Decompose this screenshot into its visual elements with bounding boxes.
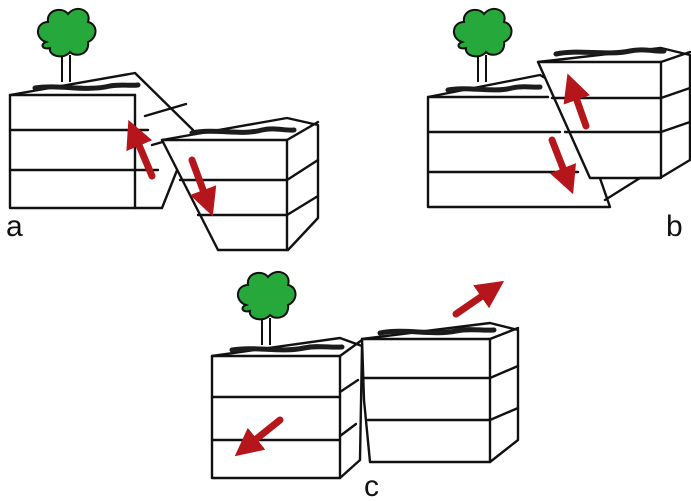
panel-c-left-block xyxy=(210,336,364,480)
panel-b: b xyxy=(426,7,691,243)
panel-c-arrow-down-icon xyxy=(234,416,284,457)
panel-c-soil-left xyxy=(229,344,345,353)
panel-a-label: a xyxy=(6,210,23,243)
panel-b-arrow-down-icon xyxy=(548,136,577,195)
panel-b-soil-left xyxy=(445,84,543,93)
panel-b-soil-right xyxy=(553,47,667,57)
panel-b-label: b xyxy=(666,210,683,243)
panel-a-right-block xyxy=(160,116,320,252)
panel-b-arrow-up-icon xyxy=(563,73,590,130)
tree-icon xyxy=(453,7,513,82)
panel-c-right-block xyxy=(360,321,520,464)
panel-a-arrow-down-icon xyxy=(188,156,217,217)
panel-a: a xyxy=(6,7,320,252)
panel-a-arrow-up-icon xyxy=(126,119,156,180)
panel-c-arrow-up-icon xyxy=(452,280,505,318)
tree-icon xyxy=(37,7,97,82)
panel-c: c xyxy=(210,270,520,501)
panel-a-soil-left xyxy=(32,82,141,91)
panel-c-soil-right xyxy=(377,327,497,336)
tree-icon xyxy=(237,270,297,345)
panel-a-soil-right xyxy=(189,126,297,136)
panel-c-label: c xyxy=(364,470,379,501)
